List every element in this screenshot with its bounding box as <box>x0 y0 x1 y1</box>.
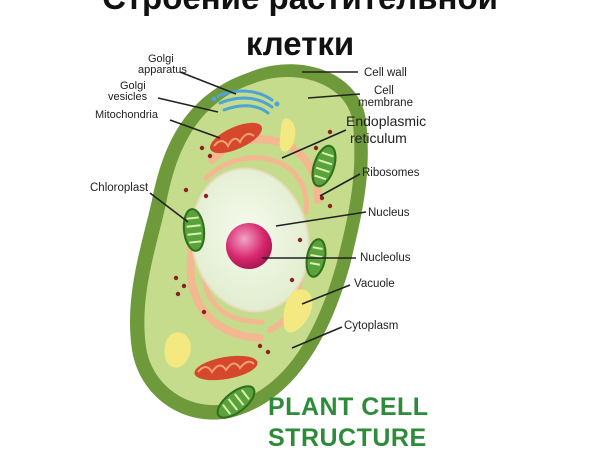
golgi-apparatus <box>211 89 280 115</box>
label-vacuole: Vacuole <box>354 278 395 290</box>
leader-lines <box>149 71 367 349</box>
label-nucleolus: Nucleolus <box>360 252 411 264</box>
label-chloroplast: Chloroplast <box>90 182 149 194</box>
chloroplast-left <box>182 208 206 252</box>
brand-line-2: STRUCTURE <box>268 424 427 450</box>
leader-cell-membrane <box>307 93 361 99</box>
leader-chloroplast <box>149 192 189 223</box>
leader-golgi-vesicles <box>157 97 219 113</box>
leader-mitochondria <box>169 119 221 139</box>
brand-line-1: PLANT CELL <box>268 393 429 421</box>
vacuole-right <box>283 289 313 333</box>
ribosomes <box>173 129 333 355</box>
leader-ribosomes <box>319 173 361 197</box>
label-er-line2: reticulum <box>350 130 407 146</box>
nucleolus <box>226 223 272 269</box>
leader-vacuole <box>301 284 351 305</box>
vacuole-top <box>279 118 296 152</box>
label-golgi-apparatus-line1: Golgi <box>148 53 174 65</box>
mitochondrion-top <box>210 122 262 154</box>
label-cell-wall: Cell wall <box>364 67 407 79</box>
title-line-1: Строение растительной <box>0 0 600 16</box>
label-cell-membrane-line2: membrane <box>358 97 413 109</box>
label-cytoplasm: Cytoplasm <box>344 320 398 332</box>
title-line-2: клетки <box>245 25 355 62</box>
chloroplast-bottom <box>216 385 256 419</box>
label-golgi-vesicles-line1: Golgi <box>120 80 146 92</box>
vacuole-left <box>164 332 191 368</box>
label-golgi-vesicles-line2: vesicles <box>108 91 148 103</box>
label-er-line1: Endoplasmic <box>346 113 426 129</box>
label-golgi-apparatus-line2: apparatus <box>138 64 187 76</box>
label-mitochondria: Mitochondria <box>95 109 159 121</box>
label-cell-membrane-line1: Cell <box>374 85 394 97</box>
chloroplast-right-top <box>311 144 337 188</box>
leader-nucleus <box>275 211 367 227</box>
leader-er <box>281 129 347 159</box>
label-ribosomes: Ribosomes <box>362 167 420 179</box>
mitochondrion-bottom <box>194 355 258 381</box>
leader-golgi-apparatus <box>179 71 237 95</box>
label-nucleus: Nucleus <box>368 207 410 219</box>
leader-cytoplasm <box>291 326 343 349</box>
